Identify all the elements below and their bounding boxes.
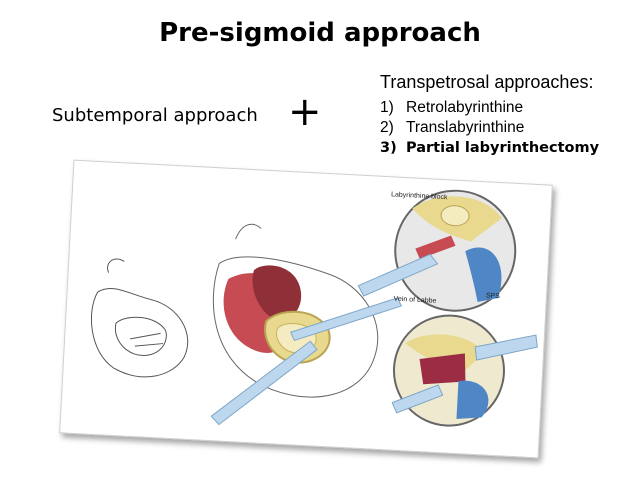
plus-sign: + — [288, 89, 322, 135]
slide-title: Pre-sigmoid approach — [159, 18, 481, 48]
subtemporal-label: Subtemporal approach — [52, 105, 258, 126]
sps-label: SPS — [485, 292, 501, 301]
inset-bottom — [391, 314, 538, 427]
list-item: 2)Translabyrinthine — [380, 119, 525, 136]
list-item: 3)Partial labyrinthectomy — [380, 140, 600, 156]
retractors — [210, 297, 402, 426]
surgical-illustration: Labyrinthine block Vein of Labbe SPS — [59, 159, 553, 459]
head-outline-sketch — [91, 258, 189, 378]
list-item: 1)Retrolabyrinthine — [380, 99, 524, 116]
inset-top — [357, 189, 517, 312]
transpetrosal-list: 1)Retrolabyrinthine 2)Translabyrinthine … — [380, 98, 599, 158]
transpetrosal-heading: Transpetrosal approaches: — [380, 72, 594, 92]
illustration-drawing — [91, 189, 538, 427]
